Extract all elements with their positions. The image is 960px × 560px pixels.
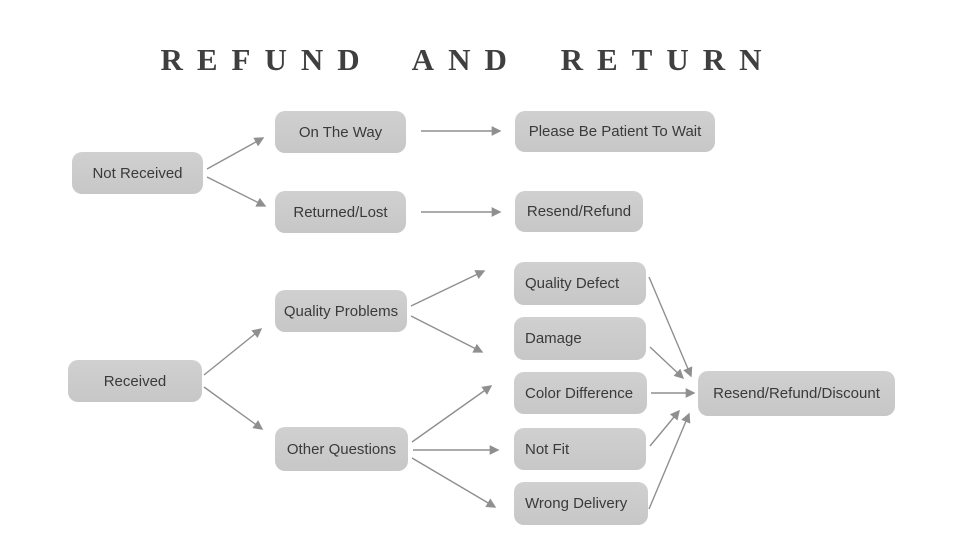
node-received: Received [68,360,202,402]
node-not-received: Not Received [72,152,203,194]
node-resend-refund-discount: Resend/Refund/Discount [698,371,895,416]
arrow-other-questions-color-difference [411,385,493,443]
node-not-fit: Not Fit [514,428,646,470]
node-quality-problems: Quality Problems [275,290,407,332]
arrow-damage-discount [649,346,685,380]
node-on-the-way: On The Way [275,111,406,153]
arrow-received-other-questions [203,386,264,430]
diagram-title: REFUND AND RETURN [160,42,776,77]
arrow-received-quality-problems [203,328,263,376]
arrow-not-fit-discount [649,409,680,447]
node-please-be-patient: Please Be Patient To Wait [515,111,715,152]
node-returned-lost: Returned/Lost [275,191,406,233]
arrow-not-received-on-the-way [206,137,265,170]
node-damage: Damage [514,317,646,360]
arrow-quality-defect-discount [648,276,693,378]
node-quality-defect: Quality Defect [514,262,646,305]
arrow-quality-problems-quality-defect [410,270,486,307]
node-resend-refund: Resend/Refund [515,191,643,232]
node-color-difference: Color Difference [514,372,647,414]
arrow-quality-problems-damage [410,315,484,353]
node-other-questions: Other Questions [275,427,408,471]
node-wrong-delivery: Wrong Delivery [514,482,648,525]
arrow-other-questions-wrong-delivery [411,457,497,508]
arrow-wrong-delivery-discount [648,412,691,510]
arrow-not-received-returned-lost [206,176,267,207]
